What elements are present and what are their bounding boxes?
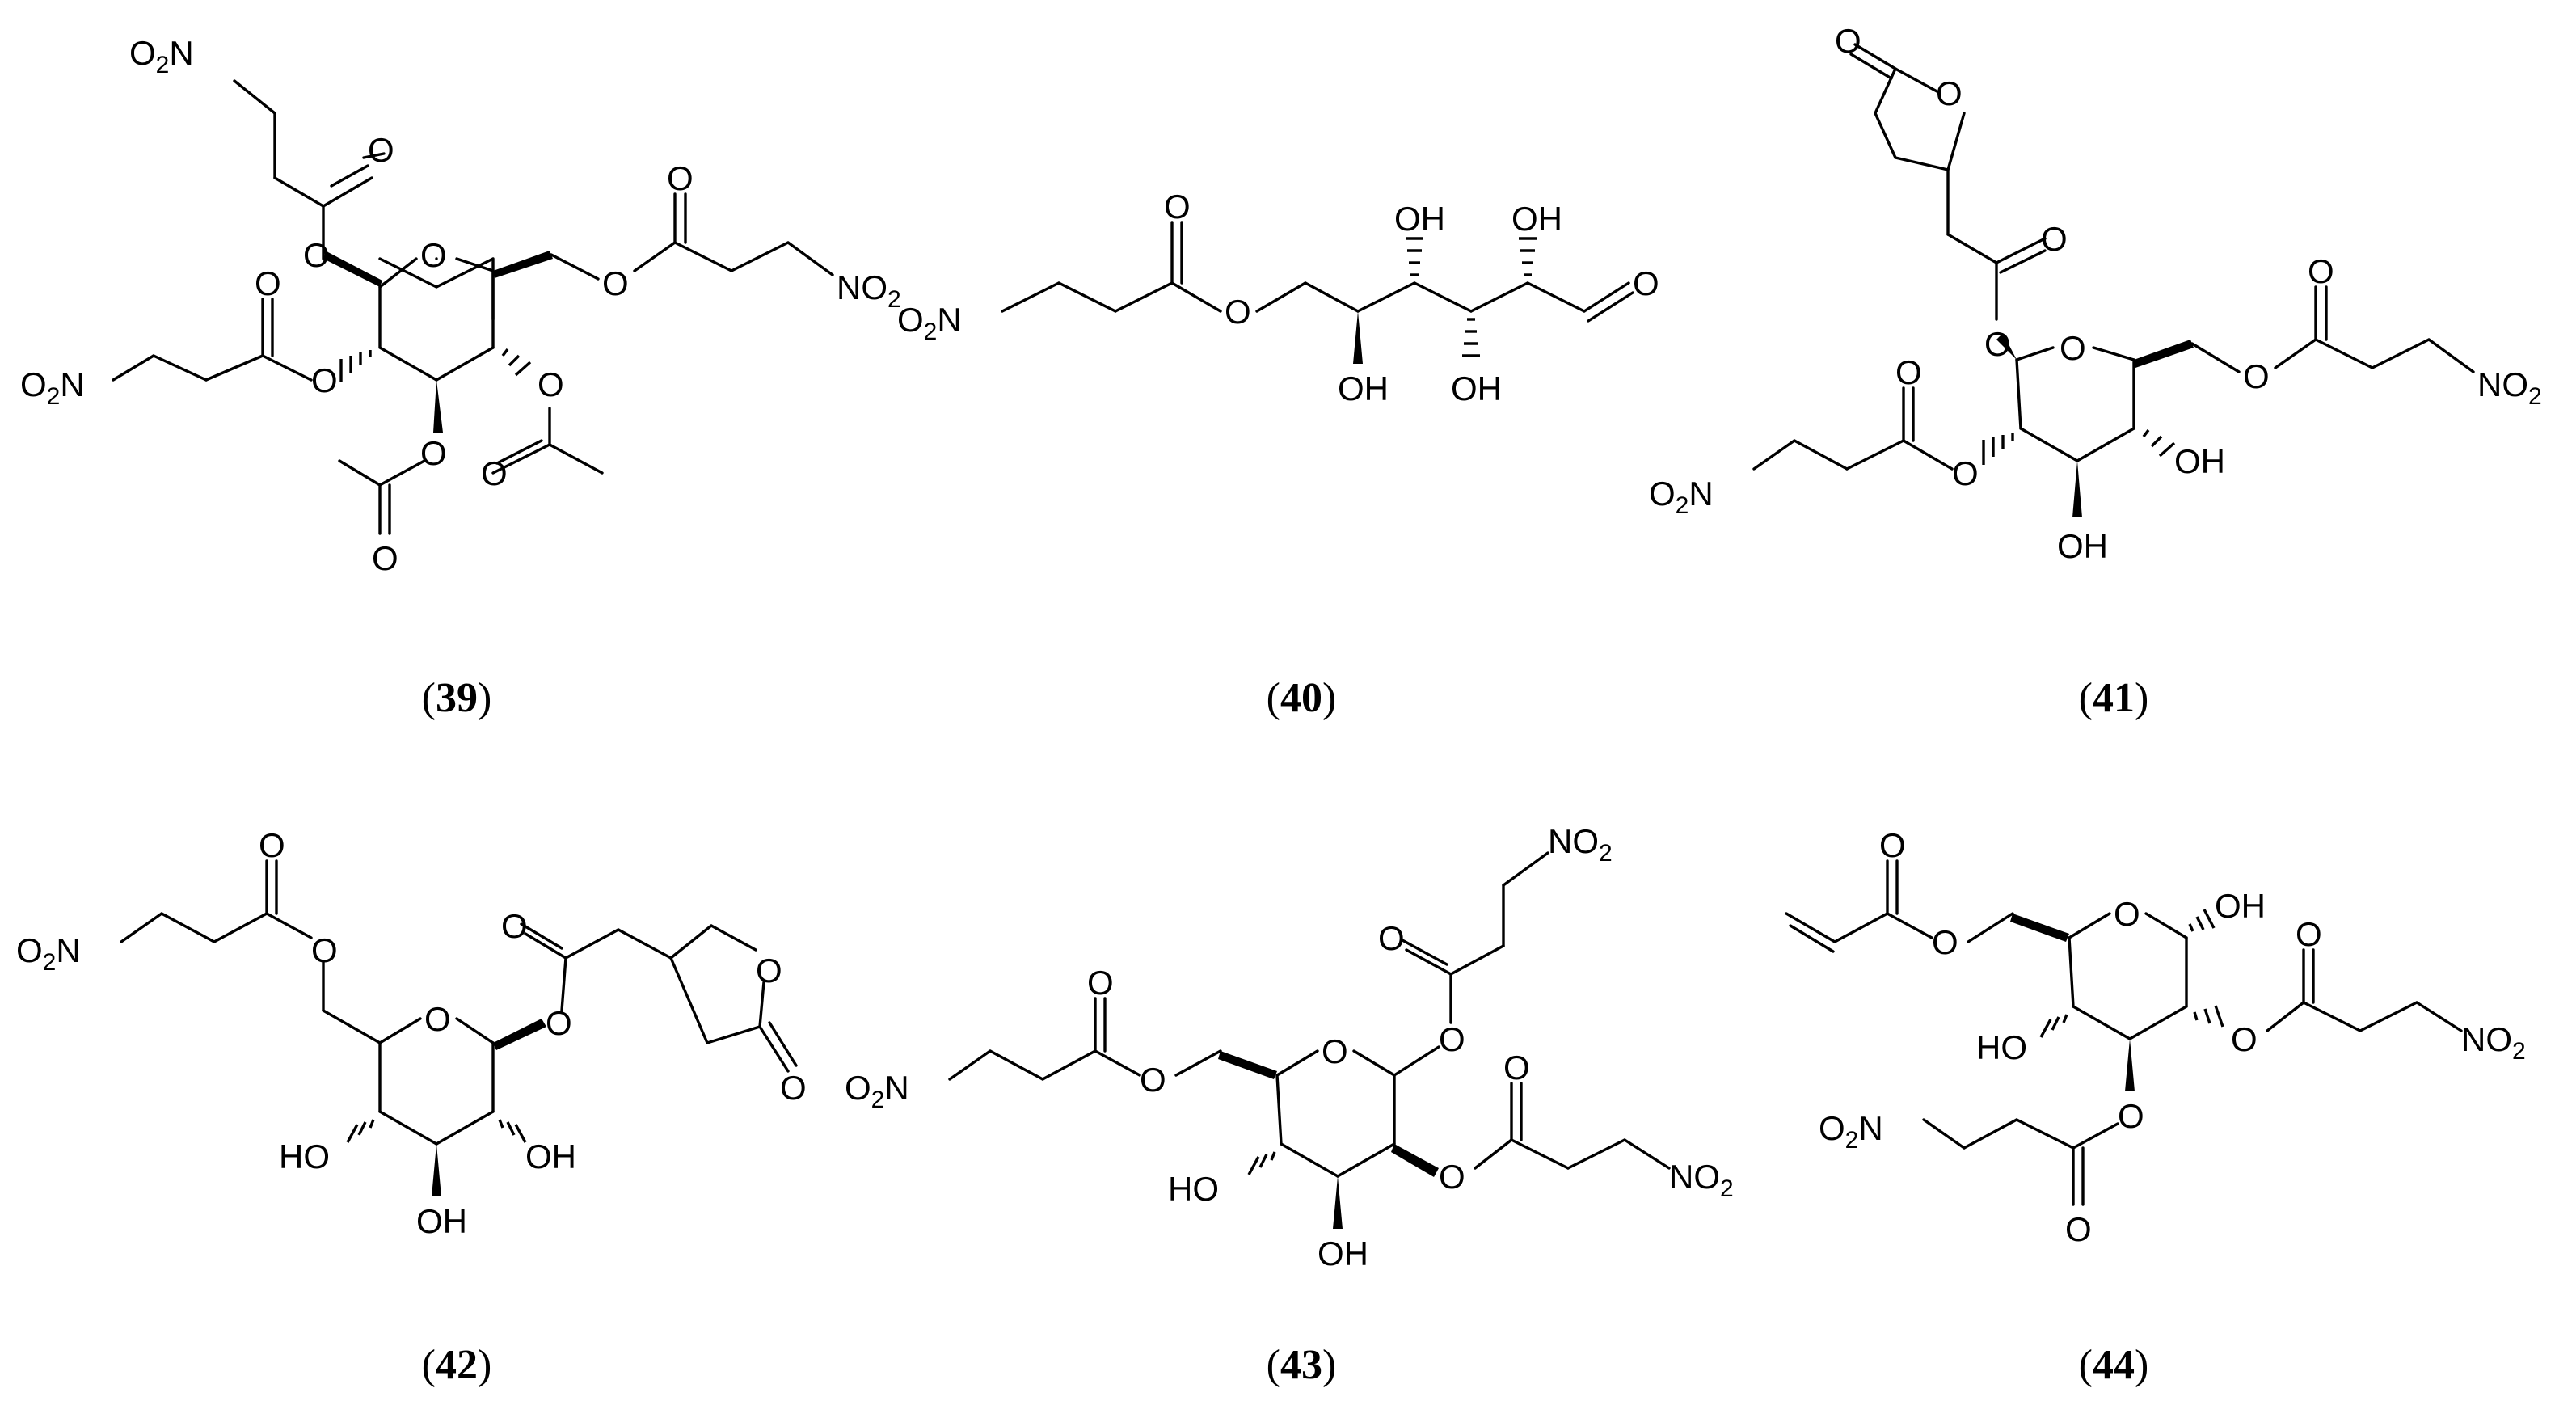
carbonyl-oxygen-label: O [1087,964,1114,1002]
nitro-group-label: O2N [1649,475,1714,519]
carbonyl-oxygen-label: O [481,454,508,492]
structure-41: O O O O O O O NO2 O O O2N OH OH [1649,22,2542,565]
oxygen-label: O [1439,1020,1465,1058]
hydroxyl-label: OH [2174,442,2225,480]
captions: (39) (40) (41) (42) (43) (44) [422,675,2149,1388]
ester-oxygen-label: O [311,931,338,969]
structure-40: O2N O O OH OH OH OH O [897,188,1659,407]
hydroxyl-label: OH [1394,200,1445,238]
nitro-group-label: NO2 [837,268,901,313]
svg-text:NO2: NO2 [1548,822,1613,867]
compound-caption-41: (41) [2079,675,2149,721]
carbonyl-oxygen-label: O [2065,1210,2092,1248]
structure-43: O2N O O O O O NO2 O O NO2 HO OH [845,822,1734,1272]
carbonyl-oxygen-label: O [1503,1049,1530,1087]
oxygen-label: O [1952,454,1979,492]
lactone-ring-oxygen-label: O [756,952,782,990]
nitro-group-label: O2N [129,34,194,78]
structure-44: O O O OH O O NO2 O O O2N HO [1785,826,2526,1248]
ester-oxygen-label: O [1140,1061,1166,1099]
nitro-group-label: O2N [1819,1109,1883,1154]
compound-caption-44: (44) [2079,1342,2149,1388]
svg-text:O2N: O2N [897,301,962,345]
nitro-group-label: O2N [16,931,81,976]
ring-oxygen-label: O [2060,329,2086,367]
nitro-group-label: NO2 [1669,1158,1734,1202]
carbonyl-oxygen-label: O [1164,188,1191,226]
hydroxyl-label: OH [2215,887,2266,925]
ring-oxygen-label: O [2114,895,2140,933]
hydroxyl-label: HO [1976,1028,2027,1066]
hydroxyl-label: OH [1318,1234,1368,1272]
hydroxyl-label: OH [1451,369,1502,407]
compound-caption-43: (43) [1267,1342,1337,1388]
ring-oxygen-label: O [1322,1032,1348,1070]
carbonyl-oxygen-label: O [667,159,694,197]
carbonyl-oxygen-label: O [1378,919,1405,957]
carbonyl-oxygen-label: O [2308,252,2334,290]
oxygen-label: O [2118,1097,2144,1135]
lactone-ring-oxygen-label: O [1936,74,1963,112]
lactone-carbonyl-oxygen-label: O [780,1069,807,1107]
aldehyde-oxygen-label: O [1633,264,1659,302]
svg-text:O2N: O2N [845,1069,909,1113]
carbonyl-oxygen-label: O [368,131,394,169]
carbonyl-oxygen-label: O [259,826,285,864]
oxygen-label: O [2231,1020,2258,1058]
ester-oxygen-label: O [1225,293,1251,331]
carbonyl-oxygen-label: O [501,907,528,945]
svg-text:O2N: O2N [1649,475,1714,519]
ring-oxygen-label: O [420,236,447,274]
svg-text:O2N: O2N [16,931,81,976]
svg-text:O2N: O2N [1819,1109,1883,1154]
oxygen-label: O [303,236,330,274]
svg-text:NO2: NO2 [1669,1158,1734,1202]
hydroxyl-label: HO [1168,1170,1219,1208]
oxygen-label: O [1984,325,2011,363]
nitro-group-label: O2N [897,301,962,345]
structure-39: O O O O O O O O O O O O2N NO2 O2N [20,34,901,577]
compound-caption-39: (39) [422,675,492,721]
oxygen-label: O [311,361,338,399]
lactone-carbonyl-oxygen-label: O [1835,22,1861,60]
nitro-group-label: NO2 [2477,365,2542,410]
ring-oxygen-label: O [424,1000,451,1038]
oxygen-label: O [538,365,564,403]
carbonyl-oxygen-label: O [1895,353,1922,391]
svg-text:NO2: NO2 [837,268,901,313]
structure-42: O2N O O O O O O O HO OH OH [16,826,807,1240]
nitro-group-label: O2N [845,1069,909,1113]
hydroxyl-label: OH [416,1202,467,1240]
oxygen-label: O [546,1004,572,1042]
carbonyl-oxygen-label: O [255,264,281,302]
hydroxyl-label: OH [525,1137,576,1175]
svg-text:NO2: NO2 [2461,1020,2526,1065]
oxygen-label: O [420,434,447,472]
svg-text:O2N: O2N [20,365,85,410]
compound-caption-40: (40) [1267,675,1337,721]
compound-caption-42: (42) [422,1342,492,1388]
nitro-group-label: O2N [20,365,85,410]
ester-oxygen-label: O [2243,357,2270,395]
oxygen-label: O [602,264,629,302]
hydroxyl-label: OH [1511,200,1562,238]
hydroxyl-label: HO [279,1137,330,1175]
hydroxyl-label: OH [2057,527,2108,565]
svg-text:NO2: NO2 [2477,365,2542,410]
nitro-group-label: NO2 [1548,822,1613,867]
ester-oxygen-label: O [1932,923,1958,961]
carbonyl-oxygen-label: O [1879,826,1906,864]
hydroxyl-label: OH [1338,369,1389,407]
carbonyl-oxygen-label: O [372,539,398,577]
nitro-group-label: NO2 [2461,1020,2526,1065]
carbonyl-oxygen-label: O [2296,915,2322,953]
oxygen-label: O [1439,1158,1465,1196]
carbonyl-oxygen-label: O [2041,220,2068,258]
svg-text:O2N: O2N [129,34,194,78]
